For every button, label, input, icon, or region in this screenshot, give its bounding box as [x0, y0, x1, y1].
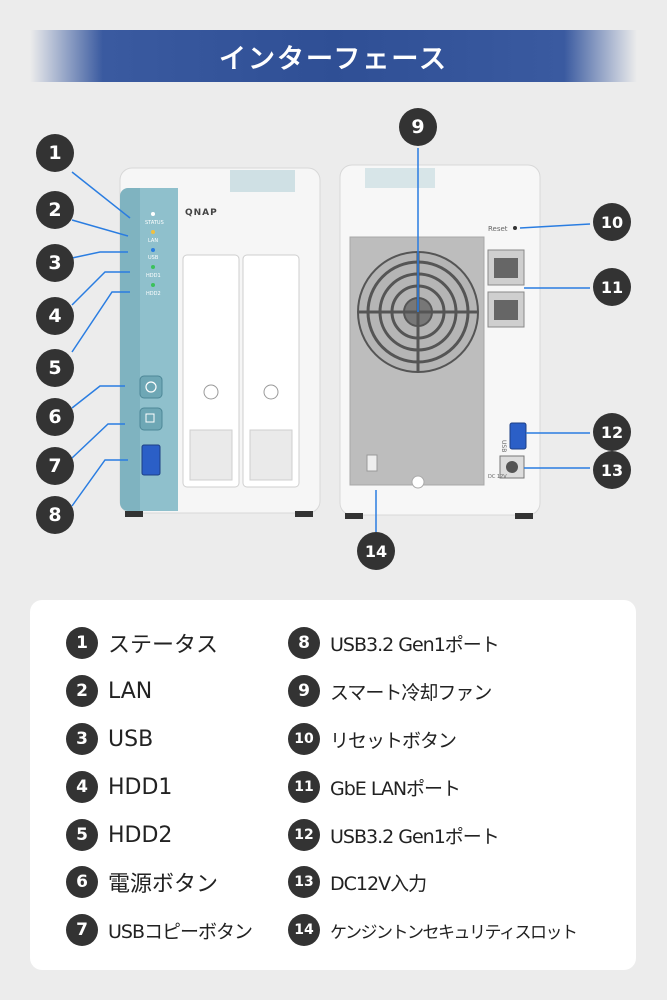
led-hdd2-label: HDD2	[146, 291, 161, 297]
leader-lines	[71, 148, 591, 532]
legend-badge: 2	[66, 675, 98, 707]
legend-item-2: 2 LAN	[66, 675, 152, 707]
callout-13: 13	[593, 451, 631, 489]
kensington-slot	[366, 454, 378, 472]
legend-badge: 6	[66, 866, 98, 898]
callout-9: 9	[399, 108, 437, 146]
led-status-label: STATUS	[145, 220, 164, 226]
legend-label: DC12V入力	[330, 872, 427, 895]
power-button[interactable]	[139, 375, 163, 399]
legend-item-7: 7 USBコピーボタン	[66, 914, 253, 946]
led-hdd1-label: HDD1	[146, 273, 161, 279]
legend-label: 電源ボタン	[108, 872, 219, 897]
legend-item-10: 10 リセットボタン	[288, 723, 457, 755]
callout-1: 1	[36, 134, 74, 172]
legend-badge: 14	[288, 914, 320, 946]
legend-item-13: 13 DC12V入力	[288, 866, 427, 898]
led-lan-label: LAN	[148, 238, 158, 244]
legend-badge: 10	[288, 723, 320, 755]
legend-label: GbE LANポート	[330, 777, 461, 800]
legend-badge: 1	[66, 627, 98, 659]
legend-badge: 7	[66, 914, 98, 946]
legend-label: LAN	[108, 678, 153, 704]
front-unit: QNAP STATUS LAN USB HDD1 HDD2	[119, 167, 321, 517]
legend-item-9: 9 スマート冷却ファン	[288, 675, 492, 707]
callout-10: 10	[593, 203, 631, 241]
legend-label: スマート冷却ファン	[330, 681, 492, 704]
legend-label: USB3.2 Gen1ポート	[330, 633, 500, 656]
legend-panel: 1 ステータス 2 LAN 3 USB 4 HDD1 5 HDD2 6 電源ボタ…	[30, 600, 636, 970]
legend-item-4: 4 HDD1	[66, 771, 172, 803]
callout-3: 3	[36, 244, 74, 282]
legend-badge: 11	[288, 771, 320, 803]
callout-6: 6	[36, 398, 74, 436]
legend-label: USBコピーボタン	[108, 920, 253, 943]
legend-item-11: 11 GbE LANポート	[288, 771, 461, 803]
legend-label: ケンジントンセキュリティスロット	[330, 922, 578, 943]
callout-14: 14	[357, 532, 395, 570]
legend-item-1: 1 ステータス	[66, 627, 218, 659]
callout-12: 12	[593, 413, 631, 451]
reset-button[interactable]	[513, 226, 517, 230]
legend-badge: 3	[66, 723, 98, 755]
legend-item-3: 3 USB	[66, 723, 153, 755]
legend-label: リセットボタン	[330, 729, 457, 752]
legend-item-6: 6 電源ボタン	[66, 866, 218, 898]
legend-badge: 5	[66, 819, 98, 851]
callout-11: 11	[593, 268, 631, 306]
brand-logo: QNAP	[185, 208, 218, 218]
legend-badge: 9	[288, 675, 320, 707]
callout-8: 8	[36, 496, 74, 534]
usb-copy-button[interactable]	[139, 407, 163, 431]
dc-label: DC 12V	[488, 474, 507, 480]
nas-illustration: QNAP STATUS LAN USB HDD1 HDD2	[71, 148, 591, 532]
legend-item-8: 8 USB3.2 Gen1ポート	[288, 627, 500, 659]
legend-label: HDD2	[108, 822, 173, 848]
callout-4: 4	[36, 297, 74, 335]
page-title: インターフェース	[218, 43, 449, 75]
legend-item-12: 12 USB3.2 Gen1ポート	[288, 819, 500, 851]
front-usb-port	[141, 444, 161, 476]
callout-7: 7	[36, 447, 74, 485]
legend-badge: 8	[288, 627, 320, 659]
rear-usb-label: USB	[500, 440, 507, 452]
legend-label: HDD1	[108, 774, 173, 800]
rear-usb-port	[509, 422, 527, 450]
legend-item-5: 5 HDD2	[66, 819, 172, 851]
callout-2: 2	[36, 191, 74, 229]
reset-label: Reset	[488, 225, 508, 233]
led-usb-label: USB	[148, 255, 159, 261]
legend-label: ステータス	[108, 633, 219, 658]
rear-unit: Reset USB DC 12V	[339, 164, 541, 519]
legend-item-14: 14 ケンジントンセキュリティスロット	[288, 914, 578, 946]
legend-badge: 4	[66, 771, 98, 803]
legend-badge: 12	[288, 819, 320, 851]
legend-label: USB3.2 Gen1ポート	[330, 825, 500, 848]
header-banner: インターフェース	[30, 30, 637, 82]
callout-5: 5	[36, 349, 74, 387]
legend-label: USB	[108, 726, 154, 752]
legend-badge: 13	[288, 866, 320, 898]
